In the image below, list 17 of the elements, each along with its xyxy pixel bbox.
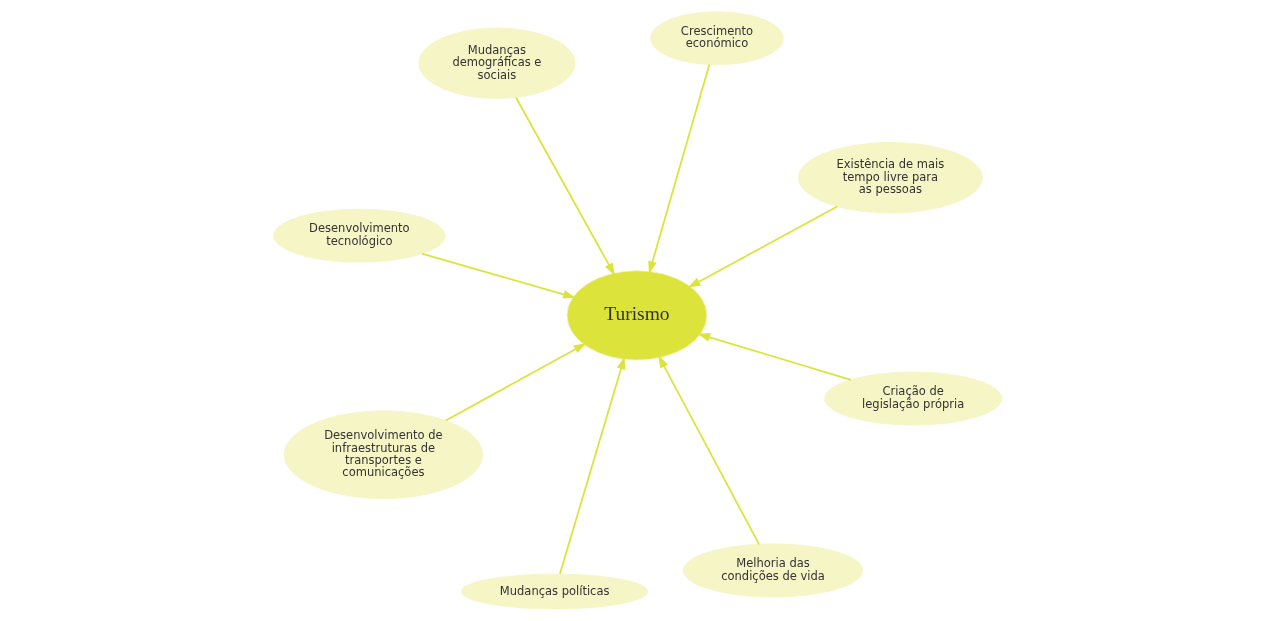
arrow xyxy=(697,333,852,381)
node-ellipse: Criação de legislação própria xyxy=(823,371,1002,426)
node-ellipse: Melhoria das condições de vida xyxy=(682,543,863,598)
arrow xyxy=(420,252,576,299)
node-ellipse: Turismo xyxy=(566,270,707,361)
node-ellipse: Desenvolvimento tecnológico xyxy=(272,208,445,263)
node-ellipse: Crescimento económico xyxy=(649,11,784,66)
node-ellipse: Existência de mais tempo livre para as pessoas xyxy=(797,142,983,214)
arrow xyxy=(444,343,586,422)
arrow xyxy=(687,205,838,288)
arrow xyxy=(647,63,710,274)
arrow xyxy=(514,96,615,276)
node-ellipse: Mudanças políticas xyxy=(460,573,648,610)
node-ellipse: Mudanças demográficas e sociais xyxy=(417,27,576,99)
arrow xyxy=(657,355,760,546)
arrow xyxy=(558,356,625,575)
node-ellipse: Desenvolvimento de infraestruturas de transportes e comunicações xyxy=(283,410,483,499)
